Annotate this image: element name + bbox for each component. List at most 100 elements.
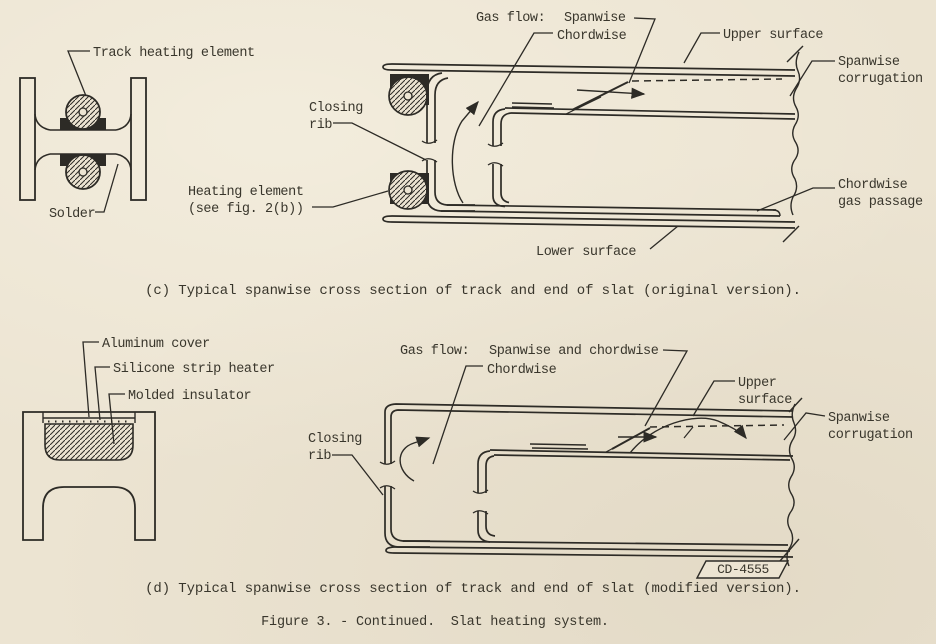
cd-stamp-box [695,560,790,579]
c-track-right-flange [130,77,147,201]
leader-c-spanwise-corrugation [789,60,835,97]
label-d-closing-rib: rib [308,449,332,464]
c-corrugation-diagonal [571,81,629,111]
c-upper-skin-inner [391,69,796,77]
c-inner-skin-top [504,107,796,115]
label-track-heating-element: Track heating element [93,46,255,61]
d-slat-leaders [332,349,826,496]
label-c-upper-surface: Upper surface [723,28,824,43]
c-inner-rib [487,108,512,208]
label-c-gas-flow: Gas flow: [476,11,546,26]
track-heating-element-top [65,94,101,130]
leader-c-chordwise-passage [756,187,835,212]
label-silicone-strip-heater: Silicone strip heater [113,362,275,377]
leader-c-spanwise [628,17,656,84]
c-upper-skin-outer [391,63,796,71]
d-lower-skin-outer [393,552,794,558]
leader-c-lower-surface [649,225,679,250]
c-gasflow-arrow [576,87,646,99]
c-track-leaders [67,50,119,213]
d-spanwise-arc [629,417,747,454]
c-passage-wall-bottom [440,210,781,217]
c-corrugation-diagonal-2 [565,96,602,115]
label-c-chordwise-passage-2: gas passage [838,195,923,210]
d-track-drawing [22,341,156,541]
d-inner-skin-bottom [493,454,791,461]
label-c-spanwise-corrugation-1: Spanwise [838,55,900,70]
c-track-drawing [19,50,147,213]
c-chordwise-arrow [451,100,479,204]
leader-c-heating-element [312,190,389,208]
c-slat-drawing [312,17,835,250]
leader-c-upper-surface [683,32,720,64]
c-upper-skin-cap [382,63,393,71]
d-ragged-edge [779,397,803,567]
label-c-lower-surface: Lower surface [536,245,637,260]
c-closing-rib [421,72,475,212]
c-lower-skin-cap [382,215,393,223]
c-slat-leaders [312,17,835,250]
c-lower-skin-top [391,215,796,223]
c-passage-wall-top [446,204,777,211]
d-lap-strip [529,443,589,450]
leader-solder [95,163,119,213]
d-track-leaders [82,341,125,445]
label-d-spanwise-corrugation-1: Spanwise [828,411,890,426]
label-c-heating-element-ref: (see fig. 2(b)) [188,202,304,217]
c-track-left-flange [19,77,36,201]
c-lower-skin-outer [391,221,796,229]
leader-d-gas-flow [644,349,689,427]
leader-c-closing-rib [333,122,427,161]
label-d-upper-surface-2: surface [738,393,792,408]
leader-d-spanwise-corrugation [783,412,826,441]
label-c-chordwise: Chordwise [557,29,627,44]
d-upper-skin-outer [384,403,794,464]
d-lower-skin-top [393,546,791,552]
label-c-closing: Closing [309,101,363,116]
c-track-webs [34,113,132,171]
track-heating-element-bottom [65,154,101,190]
c-lap-strip [511,102,555,109]
leader-d-upper-surface [692,380,735,417]
d-corrugation-tick [683,426,694,439]
d-upper-skin-inner [390,409,794,464]
c-slat-heating-top [388,76,428,116]
label-c-spanwise-corrugation-2: corrugation [838,72,923,87]
c-passage-end-curl [772,209,781,217]
label-d-spanwise-corrugation-2: corrugation [828,428,913,443]
label-c-chordwise-passage-1: Chordwise [838,178,908,193]
label-solder: Solder [49,207,96,222]
d-slat-drawing [332,349,826,579]
label-molded-insulator: Molded insulator [128,389,252,404]
molded-insulator-fill [44,423,134,461]
label-c-heating-element: Heating element [188,185,304,200]
label-d-gas-flow: Gas flow: [400,344,470,359]
d-lower-wall [402,540,789,546]
label-d-flow-types: Spanwise and chordwise [489,344,659,359]
label-d-closing: Closing [308,432,362,447]
figure-caption: Figure 3. - Continued. Slat heating syst… [261,615,609,630]
leader-track-heating-element [67,50,90,97]
label-d-chordwise: Chordwise [487,363,557,378]
leader-aluminum-cover [82,341,99,418]
caption-d: (d) Typical spanwise cross section of tr… [145,581,801,597]
d-corrugation-diagonal-2 [605,435,637,453]
d-inner-rib [472,450,496,543]
label-c-closing-rib: rib [309,118,333,133]
caption-c: (c) Typical spanwise cross section of tr… [145,283,801,299]
label-c-spanwise: Spanwise [564,11,626,26]
d-lower-skin-cap [385,546,395,554]
cd-stamp-text: CD-4555 [717,562,769,577]
leader-molded-insulator [108,393,125,445]
c-gasflow-dashed [631,78,783,82]
leader-c-chordwise [478,32,553,127]
c-inner-skin-bottom [510,112,796,120]
label-aluminum-cover: Aluminum cover [102,337,210,352]
c-slat-heating-bottom [388,170,428,210]
d-inner-skin-top [489,449,794,457]
label-d-upper-surface-1: Upper [738,376,777,391]
leader-silicone-strip [94,366,110,421]
leader-d-chordwise [432,365,483,465]
